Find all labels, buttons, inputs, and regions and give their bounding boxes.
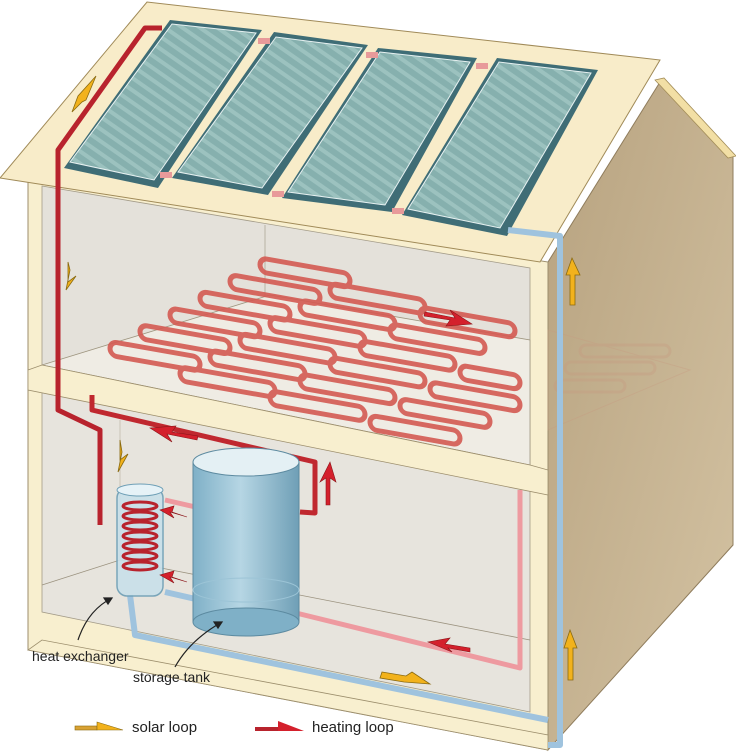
storage-tank-label: storage tank bbox=[133, 669, 211, 685]
solar-panel bbox=[402, 58, 598, 236]
solar-supply-pipe bbox=[55, 25, 162, 525]
solar-panel bbox=[282, 48, 477, 212]
solar-panels bbox=[64, 20, 598, 236]
storage-tank bbox=[192, 447, 300, 637]
legend-solar-loop-icon bbox=[74, 721, 124, 731]
solar-loop-arrows bbox=[65, 75, 581, 685]
label-leaders bbox=[77, 597, 224, 668]
heating-loop-arrows bbox=[149, 309, 473, 653]
heat-exchanger-label: heat exchanger bbox=[32, 648, 129, 664]
radiant-floor-coils bbox=[107, 256, 523, 447]
legend-heating-loop-label: heating loop bbox=[312, 719, 394, 736]
ghost-coils bbox=[547, 329, 692, 431]
ground-slab bbox=[27, 639, 549, 751]
heating-loop-pipe bbox=[89, 395, 318, 516]
legend-heating-loop-icon bbox=[255, 721, 304, 731]
solar-panel bbox=[64, 20, 262, 188]
solar-panel bbox=[172, 32, 368, 195]
legend-solar-loop-label: solar loop bbox=[132, 719, 198, 736]
heat-exchanger bbox=[116, 483, 164, 597]
